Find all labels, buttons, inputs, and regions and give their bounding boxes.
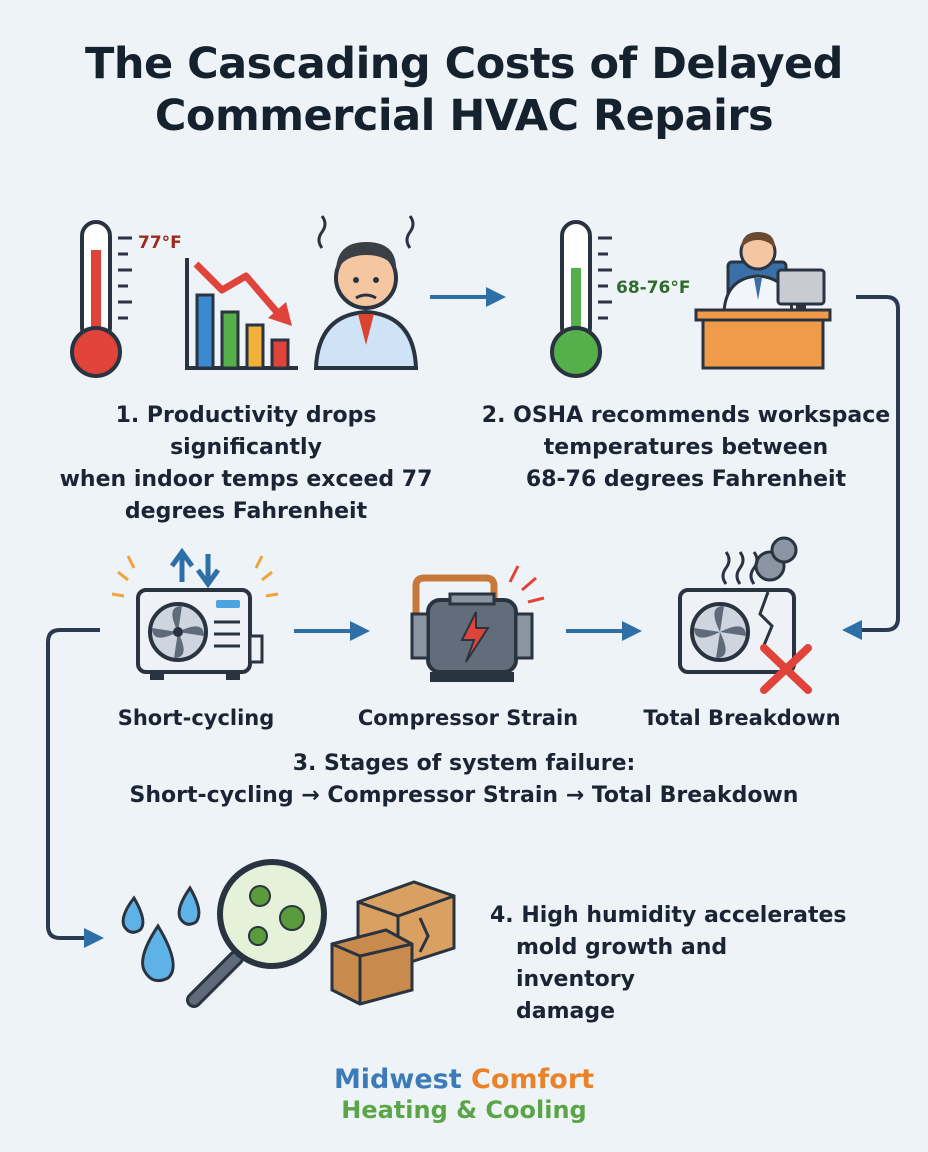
stat-osha-line-1: 2. OSHA recommends workspace — [481, 403, 891, 428]
broken-ac-unit-icon — [678, 536, 812, 694]
stat-failure-stages: 3. Stages of system failure: Short-cycli… — [60, 748, 868, 812]
stat-humidity-line-2: mold growth and inventory — [516, 935, 728, 992]
stat-humidity-line-3: damage — [516, 999, 616, 1024]
stat-productivity-line-2: when indoor temps exceed 77 — [59, 467, 433, 492]
compressor-icon — [410, 565, 545, 682]
stat-humidity-line-1: 4. High humidity accelerates — [490, 903, 847, 928]
temp-label-77: 77°F — [138, 233, 182, 253]
stat-productivity: 1. Productivity drops significantly when… — [36, 400, 456, 528]
stat-productivity-line-3: degrees Fahrenheit — [124, 499, 368, 524]
stat-humidity: 4. High humidity accelerates mold growth… — [490, 900, 850, 1028]
brand-tagline: Heating & Cooling — [341, 1096, 587, 1124]
stat-osha-line-2: temperatures between — [543, 435, 829, 460]
office-worker-desk-icon — [694, 232, 832, 370]
stage-label-short-cycling: Short-cycling — [117, 706, 275, 730]
title-line-2: Commercial HVAC Repairs — [154, 91, 774, 141]
sweating-worker-icon — [313, 215, 419, 370]
page-title: The Cascading Costs of Delayed Commercia… — [0, 38, 928, 142]
arrow-2-to-3 — [842, 295, 900, 640]
magnifying-glass-mold-icon — [186, 859, 327, 1008]
brand-word-comfort: Comfort — [471, 1064, 595, 1095]
temp-label-68-76: 68-76°F — [616, 278, 690, 298]
stat-osha-line-3: 68-76 degrees Fahrenheit — [525, 467, 847, 492]
water-droplets-icon — [121, 885, 201, 983]
stat-productivity-line-1: 1. Productivity drops significantly — [115, 403, 377, 460]
stage-label-compressor-strain: Compressor Strain — [357, 706, 579, 730]
thermometer-comfort-icon — [550, 220, 612, 378]
arrow-3-to-4 — [46, 628, 104, 948]
declining-bar-chart-icon — [185, 258, 298, 370]
title-line-1: The Cascading Costs of Delayed — [85, 39, 843, 89]
brand-logo-text: Midwest Comfort — [0, 1064, 928, 1095]
damaged-boxes-icon — [330, 880, 456, 1006]
brand-word-midwest: Midwest — [333, 1064, 462, 1095]
stage-label-total-breakdown: Total Breakdown — [643, 706, 841, 730]
ac-unit-short-cycling-icon — [111, 547, 279, 680]
stat-failure-line-1: 3. Stages of system failure: — [292, 751, 636, 776]
stat-failure-line-2: Short-cycling → Compressor Strain → Tota… — [129, 783, 799, 808]
stat-osha: 2. OSHA recommends workspace temperature… — [476, 400, 896, 496]
thermometer-hot-icon — [70, 220, 132, 378]
